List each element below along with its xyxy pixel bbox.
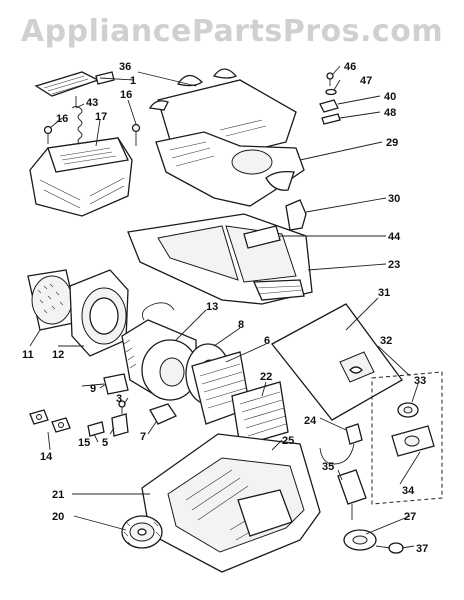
part-handle-grip[interactable] bbox=[34, 71, 115, 97]
part-latch-40[interactable] bbox=[319, 99, 339, 113]
callout-9: 9 bbox=[90, 383, 96, 395]
callout-6: 6 bbox=[264, 335, 270, 347]
part-clip-15[interactable] bbox=[87, 421, 105, 437]
callout-20: 20 bbox=[52, 511, 64, 523]
part-motor-housing-12[interactable] bbox=[69, 269, 129, 357]
callout-30: 30 bbox=[388, 193, 400, 205]
part-filter-cover[interactable] bbox=[29, 137, 133, 217]
part-screw-3[interactable] bbox=[118, 400, 126, 414]
callout-40: 40 bbox=[384, 91, 396, 103]
callout-27: 27 bbox=[404, 511, 416, 523]
part-bracket-30[interactable] bbox=[285, 199, 307, 231]
callout-44: 44 bbox=[388, 231, 401, 243]
callout-37: 37 bbox=[416, 543, 428, 555]
part-bag-holder-group bbox=[371, 371, 443, 505]
part-cord-24[interactable] bbox=[319, 423, 363, 465]
part-motor-13[interactable] bbox=[121, 302, 199, 401]
callout-36: 36 bbox=[119, 61, 131, 73]
callout-21: 21 bbox=[52, 489, 64, 501]
part-switch-9[interactable] bbox=[81, 373, 129, 395]
callout-46: 46 bbox=[344, 61, 356, 73]
part-spring[interactable] bbox=[71, 96, 83, 145]
callout-1: 1 bbox=[130, 75, 136, 87]
callout-7: 7 bbox=[140, 431, 146, 443]
part-bag-holder-34[interactable] bbox=[391, 425, 435, 457]
callout-34: 34 bbox=[402, 485, 415, 497]
part-dust-bag-31[interactable] bbox=[271, 303, 403, 421]
callout-14: 14 bbox=[40, 451, 53, 463]
part-bracket-5[interactable] bbox=[111, 413, 129, 437]
part-bracket-7[interactable] bbox=[149, 403, 177, 425]
callout-5: 5 bbox=[102, 437, 108, 449]
callout-43: 43 bbox=[86, 97, 98, 109]
callout-17: 17 bbox=[95, 111, 107, 123]
callout-3: 3 bbox=[116, 393, 122, 405]
callout-labels: 36 1 43 16 16 17 46 47 40 48 29 30 44 23… bbox=[22, 61, 428, 555]
part-wheel-assembly-27[interactable] bbox=[343, 529, 377, 551]
callout-24: 24 bbox=[304, 415, 317, 427]
callout-35: 35 bbox=[322, 461, 334, 473]
callout-11: 11 bbox=[22, 349, 34, 361]
part-carbon-brushes-14[interactable] bbox=[29, 409, 71, 433]
part-bracket-35[interactable] bbox=[337, 469, 367, 520]
part-pin-37[interactable] bbox=[375, 542, 404, 554]
callout-23: 23 bbox=[388, 259, 400, 271]
part-canister-body-21[interactable] bbox=[141, 433, 321, 573]
part-screw-46[interactable] bbox=[326, 72, 334, 86]
callout-32: 32 bbox=[380, 335, 392, 347]
callout-48: 48 bbox=[384, 107, 396, 119]
part-screw-left[interactable] bbox=[43, 125, 53, 145]
callout-16-left: 16 bbox=[56, 113, 68, 125]
callout-31: 31 bbox=[378, 287, 390, 299]
callout-33: 33 bbox=[414, 375, 426, 387]
part-wheel-20[interactable] bbox=[121, 515, 163, 549]
callout-12: 12 bbox=[52, 349, 64, 361]
callout-15: 15 bbox=[78, 437, 90, 449]
callout-22: 22 bbox=[260, 371, 272, 383]
part-insert-44[interactable] bbox=[243, 225, 281, 249]
part-washer-47[interactable] bbox=[325, 88, 337, 96]
callout-13: 13 bbox=[206, 301, 218, 313]
part-screw-right[interactable] bbox=[131, 123, 141, 147]
part-exhaust-filter-11[interactable] bbox=[27, 269, 79, 331]
callout-25: 25 bbox=[282, 435, 294, 447]
part-hood-body[interactable] bbox=[155, 131, 305, 207]
part-bag-collar-33[interactable] bbox=[397, 402, 419, 418]
part-spring-48[interactable] bbox=[321, 113, 341, 125]
leader-lines bbox=[29, 65, 421, 549]
part-grille-22[interactable] bbox=[231, 381, 289, 447]
callout-47: 47 bbox=[360, 75, 372, 87]
callout-8: 8 bbox=[238, 319, 244, 331]
callout-16-right: 16 bbox=[120, 89, 132, 101]
part-tray-frame[interactable] bbox=[127, 213, 313, 305]
callout-29: 29 bbox=[386, 137, 398, 149]
